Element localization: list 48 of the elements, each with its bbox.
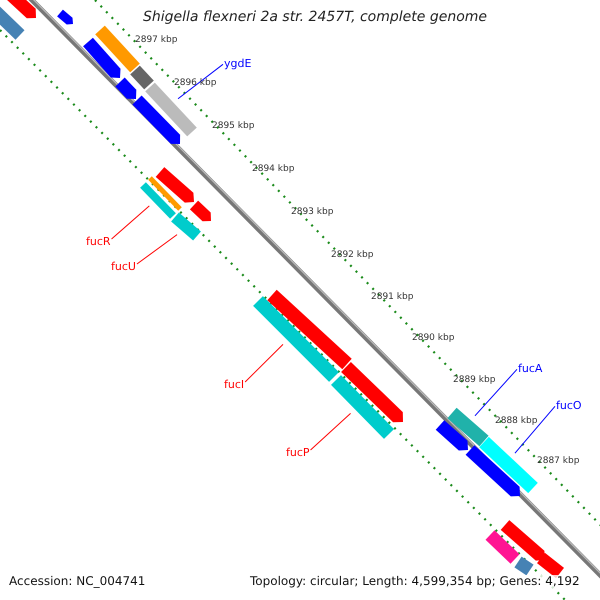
gene-bar [331,375,394,439]
pointed-gene-block [115,78,136,99]
scale-tick-label: 2887 kbp [537,456,580,466]
scale-tick-label: 2893 kbp [291,207,334,218]
scale-tick-label: 2889 kbp [453,375,496,386]
leader-line [111,205,150,240]
gene-bar [253,296,339,382]
leader-line [178,64,224,100]
gene-label: fucR [86,236,111,249]
scale-tick-label: 2888 kbp [495,416,538,426]
leader-line [310,412,352,450]
gene-bar [267,290,352,370]
pointed-gene-block [83,38,120,78]
scale-tick-label: 2897 kbp [135,35,178,46]
pointed-gene-block [500,520,545,561]
gene-bar [479,436,538,494]
pointed-gene-block [341,362,403,422]
scale-tick-label: 2891 kbp [371,292,414,302]
pointed-gene-block [57,10,73,24]
scale-tick-label: 2892 kbp [331,250,374,260]
gene-bar [130,66,154,90]
gene-bar [171,212,201,240]
pointed-gene-block [156,167,194,203]
gene-bar [148,176,182,211]
gene-label: fucI [224,379,244,392]
gene-label: fucA [518,363,542,376]
gene-label: ygdE [224,58,252,71]
pointed-gene-block [190,200,211,222]
scale-tick-label: 2894 kbp [252,164,294,174]
leader-line [244,344,284,382]
info-text: Topology: circular; Length: 4,599,354 bp; Genes: 4,192 [250,575,580,589]
scale-tick-label: 2896 kbp [174,78,216,88]
gene-label: fucP [286,447,310,460]
pointed-gene-block [436,420,468,450]
scale-tick-label: 2890 kbp [412,333,454,344]
gene-label: fucU [111,261,136,274]
gene-bar [447,408,489,446]
title: Shigella flexneri 2a str. 2457T, complete genome [142,9,488,25]
leader-line [514,406,556,454]
leader-line [136,234,178,264]
gene-bar [486,530,520,564]
pointed-gene-block [132,96,180,144]
gene-label: fucO [556,400,582,413]
scale-tick-label: 2895 kbp [212,121,254,132]
gene-bar [140,182,176,219]
pointed-gene-block [466,445,520,496]
info-text: Accession: NC_004741 [9,575,146,589]
leader-line [474,368,518,416]
